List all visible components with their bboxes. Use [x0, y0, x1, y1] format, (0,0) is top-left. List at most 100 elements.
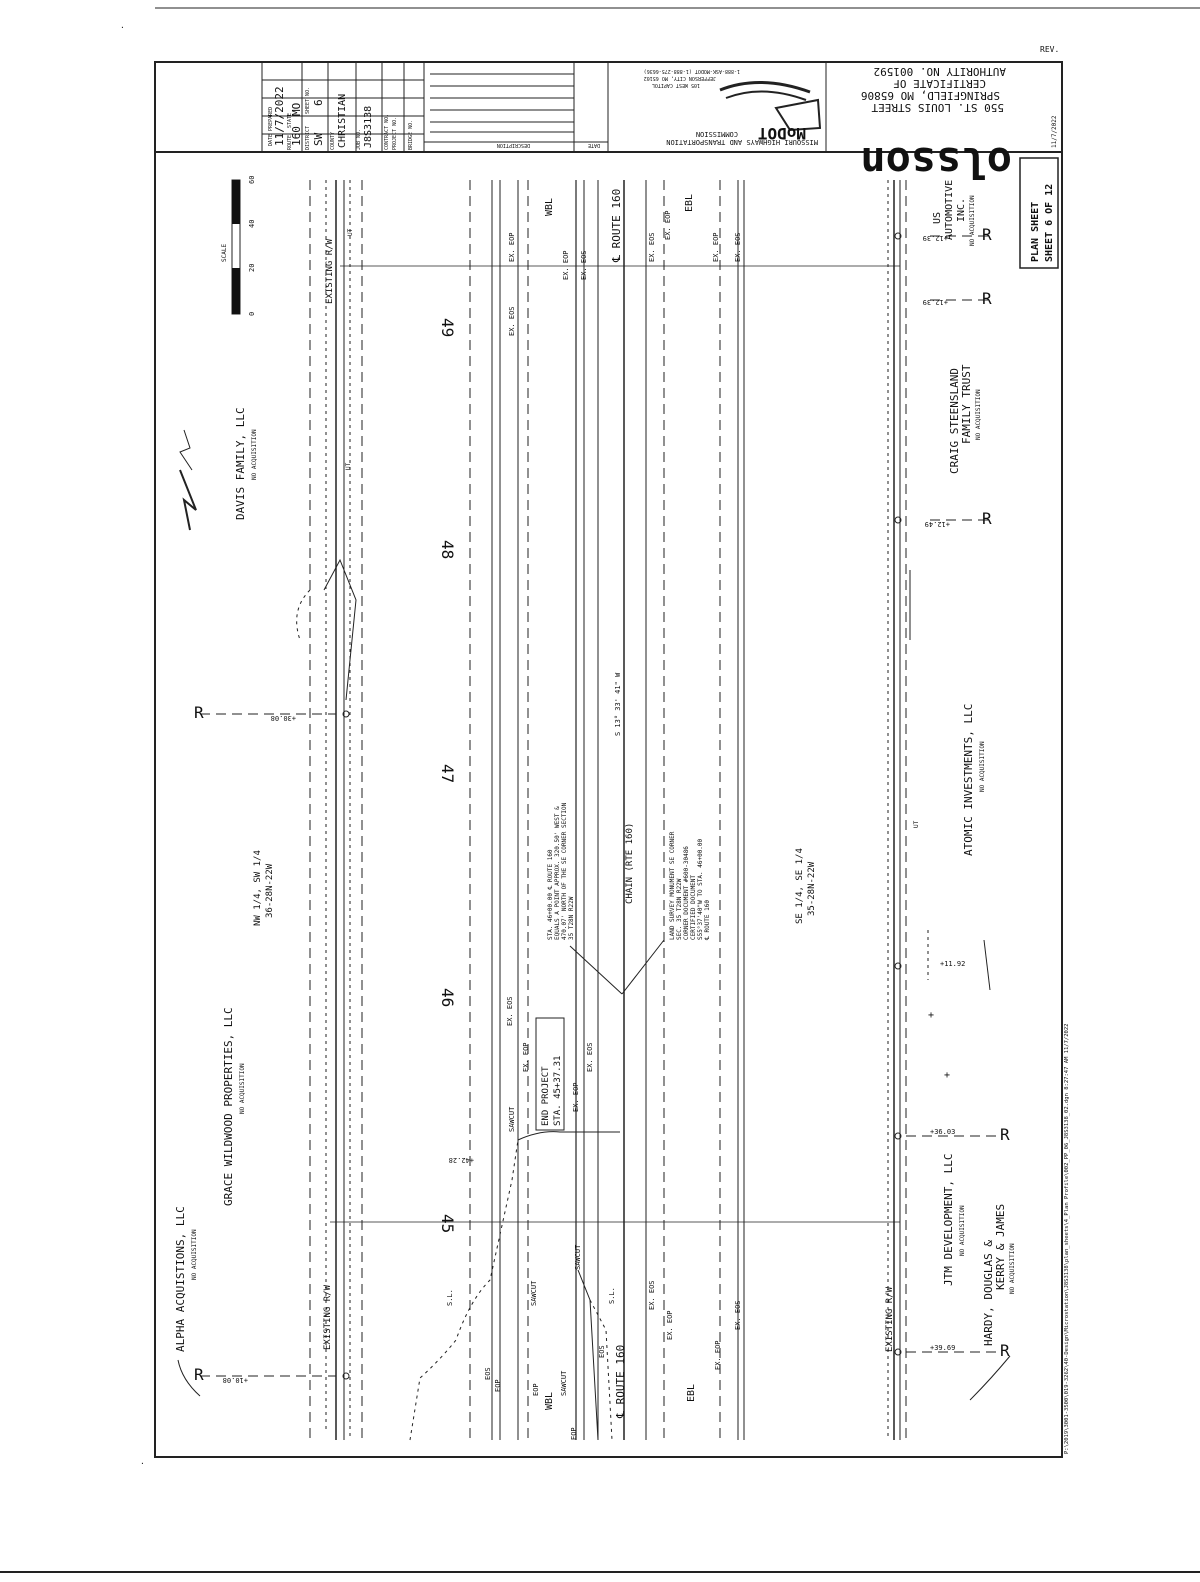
- ex-eos-label: EX. EOS: [648, 232, 656, 262]
- rw-offset: +39.69: [930, 1344, 955, 1352]
- land-survey-note: LAND SURVEY MONUMENT SE CORNER SEC. 35 T…: [669, 831, 711, 941]
- station-49: 49: [438, 318, 457, 337]
- revision-label: REV.: [1040, 45, 1059, 54]
- scale-tick-0: 0: [248, 312, 256, 316]
- state-label: STATE: [287, 113, 293, 128]
- scale-tick-60: 60: [248, 176, 256, 184]
- ut-label: UT: [345, 462, 352, 470]
- owner-alpha: ALPHA ACQUISTIONS, LLC: [174, 1206, 187, 1352]
- owner-jtm-note: NO ACQUISITION: [959, 1205, 966, 1256]
- svg-text:EQUALS A POINT APPROX. 320.50': EQUALS A POINT APPROX. 320.50' WEST &: [554, 806, 561, 940]
- date-label: DATE: [588, 142, 600, 148]
- job-label: JOB NO.: [356, 129, 362, 150]
- quarter-se-2: 35-28N-22W: [807, 861, 817, 916]
- bearing-label: S 13° 33' 41" W: [614, 672, 622, 736]
- end-project-box: [535, 1017, 565, 1131]
- rw-marker-icon: R: [906, 1341, 1010, 1360]
- ex-eos-label: EX. EOS: [586, 1042, 594, 1072]
- svg-text:+: +: [944, 1070, 950, 1081]
- owner-craig-note: NO ACQUISITION: [975, 389, 982, 440]
- sawcut-label: SAWCUT: [508, 1106, 516, 1132]
- owner-hardy-arrow-icon: [969, 1355, 1011, 1401]
- station-46: 46: [438, 988, 457, 1007]
- county-value: CHRISTIAN: [337, 94, 348, 148]
- county-label: COUNTY: [330, 132, 336, 150]
- svg-text:S55°37'40"W TO STA. 46+00.00: S55°37'40"W TO STA. 46+00.00: [697, 838, 704, 940]
- scale-tick-40: 40: [248, 220, 256, 228]
- existing-rw-label-bottom: EXISTING R/W: [323, 1284, 333, 1350]
- note-leader: [621, 939, 665, 995]
- rw-marker-icon: R: [930, 289, 992, 308]
- scale-tick-20: 20: [248, 264, 256, 272]
- modot-logo-text: MoDOT: [758, 124, 806, 143]
- station-numbers: 45 46 47 48 49: [438, 318, 457, 1233]
- rw-markers: R R R R R R R +12.39 +12.39 +12.49 +11.9…: [194, 225, 1010, 1384]
- svg-text:STA. 46+00.00 ℄ ROUTE 160: STA. 46+00.00 ℄ ROUTE 160: [547, 849, 554, 940]
- job-no-value: J8S3138: [363, 106, 374, 148]
- agency-address2: JEFFERSON CITY, MO 65102: [644, 75, 716, 81]
- sawcut-label: SAWCUT: [560, 1370, 568, 1396]
- station-note: STA. 46+00.00 ℄ ROUTE 160 EQUALS A POINT…: [547, 802, 575, 940]
- ex-eos-label: EX. EOS: [734, 232, 742, 262]
- firm-date: 11/7/2022: [1051, 115, 1058, 148]
- owner-us-auto-note: NO ACQUISITION: [969, 195, 976, 246]
- svg-text:R: R: [982, 225, 992, 244]
- eop-label: EOP: [532, 1383, 540, 1396]
- owner-davis-note: NO ACQUISITION: [251, 429, 258, 480]
- svg-text:CORNER DOCUMENT #600-30486: CORNER DOCUMENT #600-30486: [683, 846, 690, 940]
- ex-eop-label: EX. EOP: [508, 232, 516, 262]
- eos-label: EOS: [484, 1367, 492, 1380]
- file-path: P:\2019\3001-3500\019-3262\40-Design\Mic…: [1064, 1024, 1070, 1454]
- agency-name: MISSOURI HIGHWAYS AND TRANSPORTATION: [666, 138, 818, 146]
- ebl-label-top: EBL: [684, 194, 695, 212]
- firm-city: SPRINGFIELD, MO 65806: [861, 89, 1000, 102]
- wbl-label-top: WBL: [544, 198, 555, 216]
- owner-alpha-arrow-icon: [177, 1359, 201, 1397]
- agency-phone: 1-888-ASK-MODOT (1-888-275-6636): [644, 68, 740, 74]
- svg-text:470.07' NORTH OF THE SE CORNER: 470.07' NORTH OF THE SE CORNER SECTION: [561, 802, 568, 940]
- sl-label: S.L.: [446, 1289, 454, 1306]
- rw-marker-icon: R: [194, 1365, 336, 1384]
- rw-marker-icon: R: [930, 509, 992, 528]
- plan-sheet-number: SHEET 6 OF 12: [1044, 184, 1055, 262]
- property-labels: DAVIS FAMILY, LLC NO ACQUISITION GRACE W…: [174, 180, 1016, 1401]
- ex-eos-label: EX. EOS: [580, 250, 588, 280]
- existing-rw-label-right: EXISTING R/W: [885, 1286, 895, 1352]
- bridge-label: BRIDGE NO.: [408, 120, 414, 150]
- contract-label: CONTRACT NO.: [384, 114, 390, 150]
- sawcut-label: SAWCUT: [530, 1280, 538, 1306]
- svg-text:R: R: [194, 703, 204, 722]
- roadway-lines: [296, 180, 929, 1441]
- ex-eos-label: EX. EOS: [506, 996, 514, 1026]
- rw-offset: +12.49: [925, 520, 950, 528]
- sl-label: S.L.: [608, 1287, 616, 1304]
- owner-hardy-1: HARDY, DOUGLAS &: [982, 1240, 995, 1346]
- rw-marker-icon: R: [194, 703, 336, 722]
- ex-eop-label: EX. EOP: [666, 1310, 674, 1340]
- svg-text:R: R: [1000, 1341, 1010, 1360]
- firm-street: 550 ST. LOUIS STREET: [871, 101, 1004, 114]
- north-arrow-icon: [179, 429, 197, 531]
- ex-eop-label: EX. EOP: [712, 232, 720, 262]
- ex-eop-label: EX. EOP: [562, 250, 570, 280]
- district-label: DISTRICT: [305, 126, 311, 150]
- sheet-border: [154, 61, 1063, 1458]
- svg-text:·: ·: [120, 23, 125, 32]
- rw-offset: +42.28: [449, 1156, 474, 1164]
- road-labels: EXISTING R/W EXISTING R/W EXISTING R/W E…: [323, 189, 920, 1440]
- rw-marker-icon: R: [906, 1125, 1010, 1144]
- description-label: DESCRIPTION: [497, 142, 530, 148]
- route-160-label-top: ℄ ROUTE 160: [610, 189, 623, 263]
- owner-atomic: ATOMIC INVESTMENTS, LLC: [962, 704, 975, 856]
- note-leader: [569, 945, 623, 995]
- owner-jtm: JTM DEVELOPMENT, LLC: [942, 1154, 955, 1286]
- rw-offset: +12.39: [923, 234, 948, 242]
- owner-hardy-2: KERRY & JAMES: [994, 1204, 1007, 1290]
- modot-logo: MoDOT: [719, 81, 822, 143]
- owner-us-auto-1: US: [932, 212, 943, 224]
- owner-us-auto-2: AUTOMOTIVE: [944, 180, 955, 240]
- survey-marks: + + · ·: [120, 23, 991, 1468]
- svg-text:SEC. 35 T28N R22W: SEC. 35 T28N R22W: [676, 878, 683, 940]
- wbl-label-bottom: WBL: [544, 1392, 555, 1410]
